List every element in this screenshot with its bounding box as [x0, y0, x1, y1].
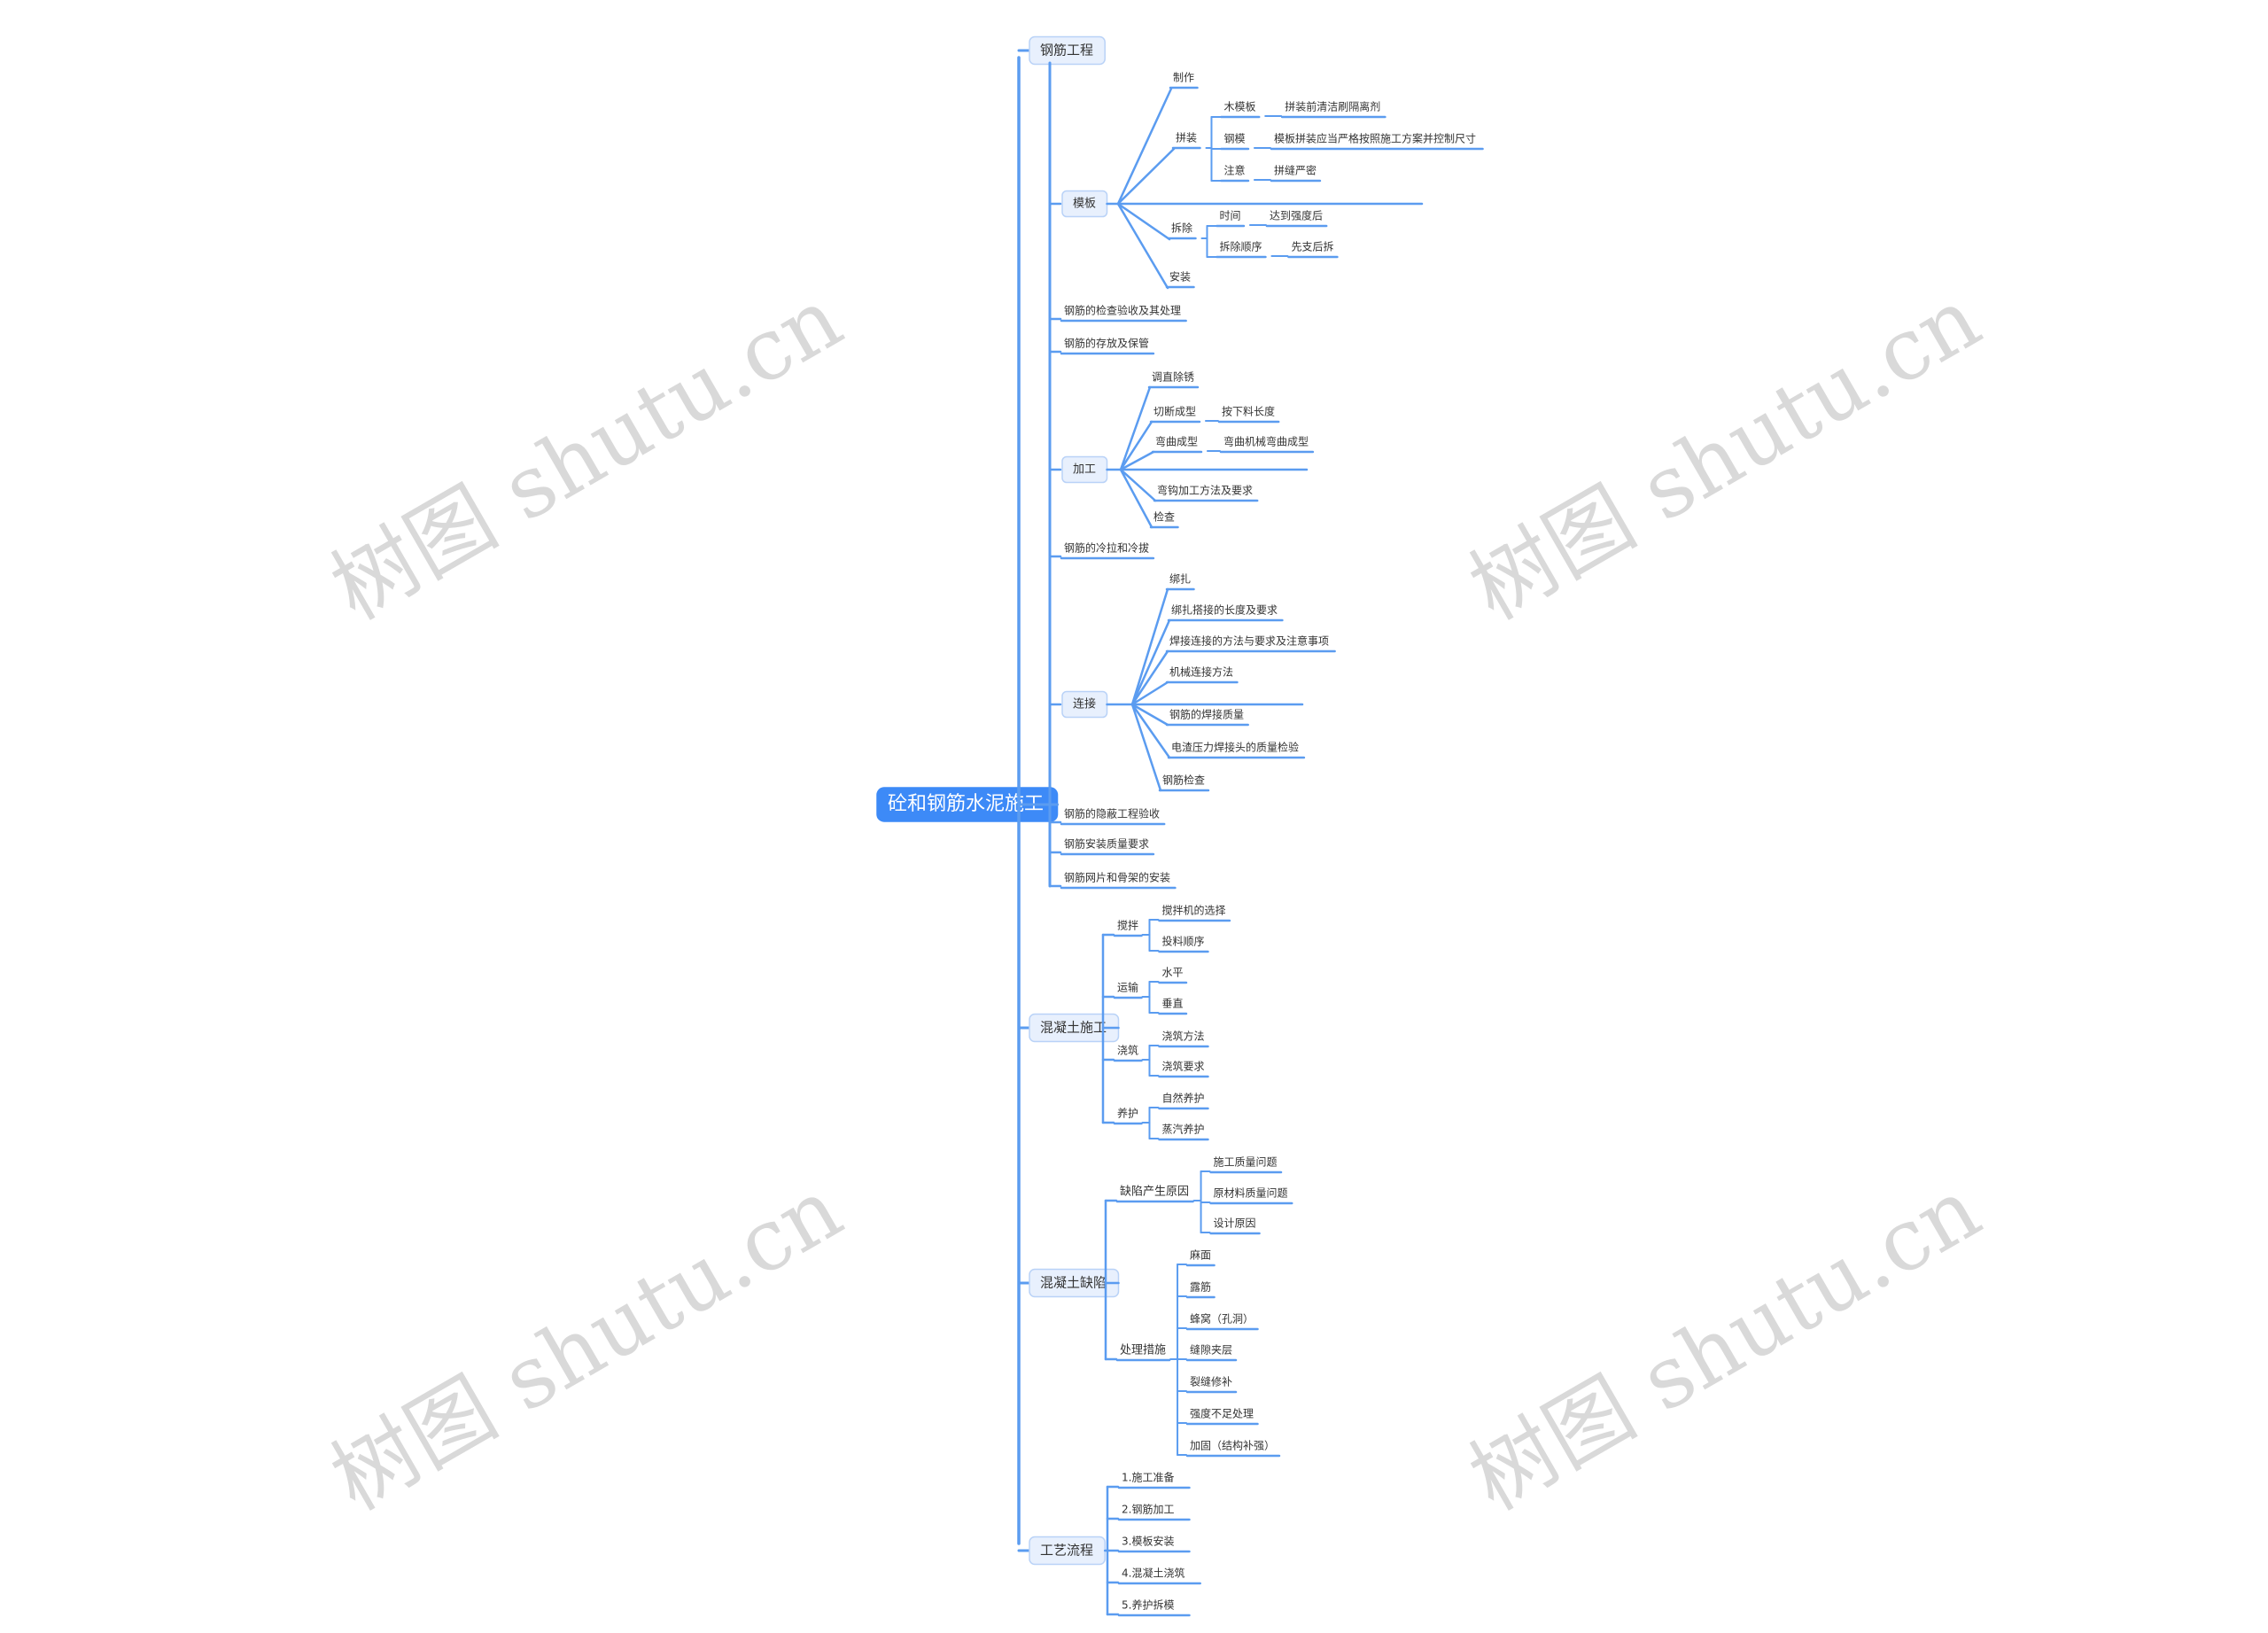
fan-ray [1119, 468, 1157, 502]
process-sub-2: 弯曲成型 [1155, 435, 1198, 448]
branch2-leaf: 麻面 [1190, 1248, 1211, 1262]
rebar-item-0[interactable]: 模板 [1061, 190, 1108, 218]
branch2-leaf: 裂缝修补 [1190, 1375, 1232, 1388]
branch1-leaf: 自然养护 [1161, 1092, 1204, 1105]
fan-ray [1116, 87, 1173, 206]
branch1-item[interactable]: 养护 [1117, 1107, 1138, 1120]
process-step[interactable]: 2.钢筋加工 [1122, 1503, 1174, 1516]
fan-ray [1130, 703, 1171, 759]
fan-ray [1116, 202, 1169, 290]
mold-sub-1: 拼装 [1176, 132, 1197, 144]
connect-sub-2: 焊接连接的方法与要求及注意事项 [1169, 634, 1329, 648]
rebar-item-6[interactable]: 钢筋的隐蔽工程验收 [1064, 807, 1160, 820]
rebar-item-7[interactable]: 钢筋安装质量要求 [1064, 837, 1149, 851]
branch2-leaf: 施工质量问题 [1214, 1156, 1278, 1169]
fan-ray [1119, 420, 1153, 471]
mold-detail: 模板拼装应当严格按照施工方案并控制尺寸 [1274, 132, 1476, 145]
branch1-leaf: 浇筑要求 [1161, 1060, 1204, 1073]
branch2-leaf: 强度不足处理 [1190, 1407, 1254, 1420]
branch-process[interactable]: 工艺流程 [1029, 1536, 1106, 1566]
mold-leaf: 木模板 [1223, 101, 1255, 113]
rebar-item-8[interactable]: 钢筋网片和骨架的安装 [1064, 871, 1170, 884]
mold-detail: 达到强度后 [1270, 209, 1323, 222]
fan-ray [1116, 147, 1176, 206]
process-step[interactable]: 1.施工准备 [1122, 1472, 1174, 1484]
fan-ray [1116, 202, 1171, 241]
fan-ray [1130, 703, 1162, 792]
branch-concrete-label: 混凝土施工 [1040, 1020, 1107, 1036]
rebar-item-2[interactable]: 钢筋的存放及保管 [1064, 337, 1149, 350]
rebar-item-4[interactable]: 钢筋的冷拉和冷拔 [1064, 541, 1149, 555]
branch1-item[interactable]: 搅拌 [1117, 919, 1138, 932]
mold-sub-3: 安装 [1169, 270, 1191, 284]
process-detail: 按下料长度 [1222, 405, 1275, 418]
process-sub-3: 弯钩加工方法及要求 [1157, 484, 1253, 497]
branch1-leaf: 投料顺序 [1161, 935, 1204, 948]
branch-rebar-label: 钢筋工程 [1040, 43, 1093, 58]
branch1-leaf: 浇筑方法 [1161, 1030, 1204, 1043]
mold-detail: 拼装前清洁刷隔离剂 [1285, 100, 1380, 113]
mold-detail: 拼缝严密 [1274, 164, 1317, 177]
fan-ray [1119, 468, 1153, 529]
connect-sub-3: 机械连接方法 [1169, 665, 1233, 679]
branch2-leaf: 蜂窝（孔洞） [1190, 1312, 1254, 1326]
branch2-leaf: 原材料质量问题 [1214, 1187, 1288, 1200]
fan-ray [1130, 649, 1169, 706]
mold-sub-2: 拆除 [1171, 222, 1192, 235]
rebar-item-5[interactable]: 连接 [1061, 690, 1108, 719]
branch-defects-label: 混凝土缺陷 [1040, 1275, 1107, 1291]
fan-ray [1130, 618, 1171, 706]
fan-ray [1130, 680, 1169, 706]
branch1-leaf: 蒸汽养护 [1161, 1123, 1204, 1136]
branch1-leaf: 搅拌机的选择 [1161, 904, 1225, 917]
rebar-item-3-label: 加工 [1073, 463, 1096, 477]
process-sub-0: 调直除锈 [1152, 370, 1194, 384]
fan-ray [1130, 703, 1169, 727]
connect-sub-0: 绑扎 [1169, 573, 1191, 586]
branch-concrete[interactable]: 混凝土施工 [1029, 1013, 1120, 1043]
branch1-leaf: 垂直 [1161, 998, 1183, 1010]
rebar-item-3[interactable]: 加工 [1061, 455, 1108, 484]
branch2-item[interactable]: 处理措施 [1120, 1344, 1166, 1357]
rebar-item-0-label: 模板 [1073, 198, 1096, 211]
process-sub-1: 切断成型 [1153, 405, 1196, 418]
fan-ray [1119, 450, 1155, 471]
connect-sub-1: 绑扎搭接的长度及要求 [1171, 603, 1278, 617]
branch2-leaf: 设计原因 [1214, 1217, 1256, 1230]
connect-sub-6: 钢筋检查 [1162, 774, 1205, 787]
mold-leaf: 钢模 [1223, 133, 1245, 145]
process-step[interactable]: 3.模板安装 [1122, 1535, 1174, 1548]
fan-ray [1119, 385, 1152, 471]
branch1-item[interactable]: 运输 [1117, 981, 1138, 994]
mold-leaf: 时间 [1219, 210, 1240, 222]
rebar-item-5-label: 连接 [1073, 697, 1096, 712]
process-detail: 弯曲机械弯曲成型 [1223, 435, 1309, 448]
fan-ray [1130, 587, 1169, 706]
connect-sub-5: 电渣压力焊接头的质量检验 [1171, 741, 1299, 754]
branch2-leaf: 露筋 [1190, 1280, 1211, 1294]
mold-leaf: 注意 [1223, 164, 1245, 177]
branch-rebar[interactable]: 钢筋工程 [1029, 35, 1106, 66]
process-step[interactable]: 4.混凝土浇筑 [1122, 1567, 1184, 1580]
branch2-leaf: 缝隙夹层 [1190, 1343, 1232, 1357]
branch1-leaf: 水平 [1161, 967, 1183, 979]
process-sub-4: 检查 [1153, 510, 1175, 524]
rebar-item-1[interactable]: 钢筋的检查验收及其处理 [1064, 304, 1181, 317]
process-step[interactable]: 5.养护拆模 [1122, 1598, 1174, 1612]
mold-detail: 先支后拆 [1291, 240, 1333, 253]
branch-process-label: 工艺流程 [1040, 1543, 1093, 1559]
mold-leaf: 拆除顺序 [1219, 240, 1262, 253]
branch2-item[interactable]: 缺陷产生原因 [1120, 1186, 1189, 1199]
connect-sub-4: 钢筋的焊接质量 [1169, 708, 1244, 721]
branch2-leaf: 加固（结构补强） [1190, 1439, 1275, 1452]
branch1-item[interactable]: 浇筑 [1117, 1044, 1138, 1057]
mold-sub-0: 制作 [1173, 72, 1194, 84]
branch-rebar-box [1029, 35, 1106, 66]
